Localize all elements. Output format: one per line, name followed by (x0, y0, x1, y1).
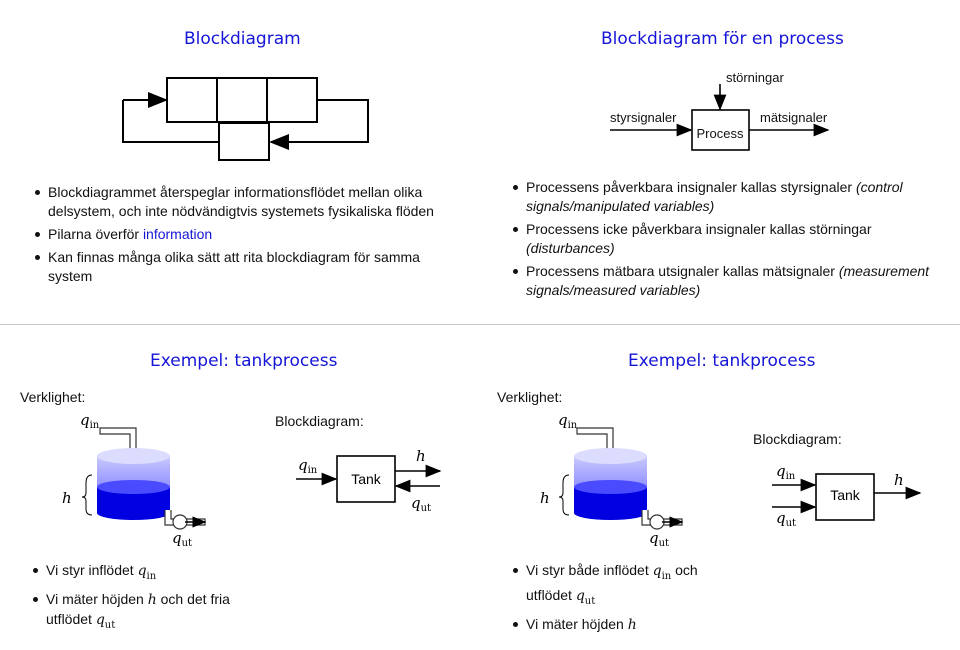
feedback-block (218, 122, 270, 161)
tank-qin-label: qin (80, 411, 100, 431)
bullet: Kan finnas många olika sätt att rita blo… (32, 248, 452, 286)
bullet: Processens icke påverkbara insignaler ka… (510, 220, 940, 258)
height-brace (81, 474, 93, 516)
tank-qin-label: qin (558, 411, 578, 431)
height-brace (558, 474, 570, 516)
tank-illustration: h qin qut Tank qin h qut (62, 411, 442, 549)
blockdiagram-label: Blockdiagram: (275, 413, 364, 429)
bullet: Vi styr inflödet qin (30, 561, 260, 586)
bullet: Pilarna överför information (32, 225, 452, 244)
slide-title: Blockdiagram (184, 29, 301, 49)
bullet-list: Processens påverkbara insignaler kallas … (510, 178, 940, 304)
block-h-label: h (894, 471, 904, 489)
process-label: Process (697, 126, 744, 141)
blockdiagram-label: Blockdiagram: (753, 431, 842, 447)
reality-label: Verklighet: (497, 389, 563, 405)
tank-block-label: Tank (351, 471, 382, 487)
bullet: Vi styr både inflödet qin och utflödet q… (510, 561, 740, 611)
output-line (269, 99, 369, 150)
block-qut-label: qut (411, 494, 431, 514)
bullet-list: Vi styr både inflödet qin och utflödet q… (510, 561, 740, 639)
slide-process-blockdiagram: Blockdiagram för en process störningar s… (480, 0, 960, 324)
tank-illustration: h qin qut Tank qin qut h (540, 411, 922, 549)
tank-block-label: Tank (830, 487, 861, 503)
tank-height-symbol: h (62, 489, 72, 507)
disturbance-label: störningar (726, 70, 784, 85)
feedback-line (122, 100, 219, 143)
bullet-list: Blockdiagrammet återspeglar informations… (32, 183, 452, 290)
tank-qut-label: qut (172, 529, 192, 549)
tank-block (815, 473, 875, 521)
slide-title: Blockdiagram för en process (601, 29, 844, 49)
slide-tank-example-2: Exempel: tankprocess Verklighet: Blockdi… (480, 325, 960, 650)
outflow-pump-icon (172, 514, 188, 530)
tank-qut-label: qut (649, 529, 669, 549)
block-h-label: h (416, 447, 426, 465)
slide-title: Exempel: tankprocess (628, 351, 816, 371)
bullet-list: Vi styr inflödet qin Vi mäter höjden h o… (30, 561, 260, 639)
bullet: Blockdiagrammet återspeglar informations… (32, 183, 452, 221)
block-2 (216, 77, 268, 123)
tank-height-symbol: h (540, 489, 550, 507)
block-qut-label: qut (776, 509, 796, 529)
block-3 (266, 77, 318, 123)
outflow-valve-icon (649, 514, 665, 530)
block-qin-label: qin (298, 456, 318, 476)
generic-block-diagram (122, 77, 369, 161)
bullet: Processens påverkbara insignaler kallas … (510, 178, 940, 216)
process-block-diagram: störningar styrsignaler Process mätsigna… (610, 70, 830, 151)
block-1 (166, 77, 218, 123)
control-label: styrsignaler (610, 110, 677, 125)
measurement-label: mätsignaler (760, 110, 828, 125)
bullet: Processens mätbara utsignaler kallas mät… (510, 262, 940, 300)
slide-title: Exempel: tankprocess (150, 351, 338, 371)
slide-blockdiagram: Blockdiagram Blockdiagrammet återspeglar… (0, 0, 480, 324)
bullet: Vi mäter höjden h (510, 615, 740, 635)
bullet: Vi mäter höjden h och det fria utflödet … (30, 590, 260, 635)
reality-label: Verklighet: (20, 389, 86, 405)
slide-tank-example-1: Exempel: tankprocess Verklighet: Blockdi… (0, 325, 480, 650)
slide-divider (0, 324, 960, 325)
block-qin-label: qin (776, 462, 796, 482)
